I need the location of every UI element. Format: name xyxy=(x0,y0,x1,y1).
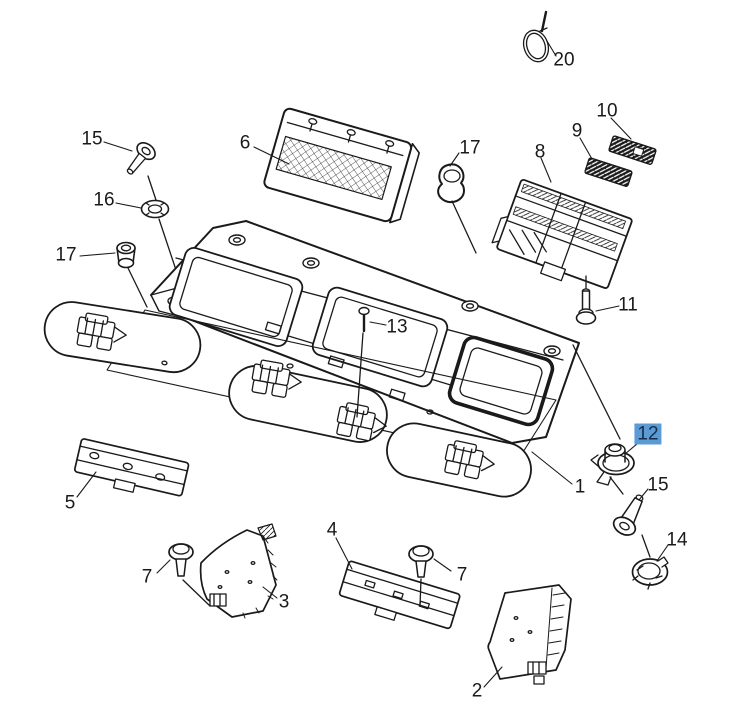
strip-part-10 xyxy=(608,135,657,165)
part-callout-13[interactable]: 13 xyxy=(386,316,408,338)
rail-part-4 xyxy=(338,560,461,630)
push-pin-part-7-left xyxy=(168,543,194,577)
screw-part-15-top xyxy=(126,141,156,175)
part-callout-5[interactable]: 5 xyxy=(64,492,76,514)
push-pin-part-7-right xyxy=(408,545,434,578)
assembly-line-7-4 xyxy=(419,578,422,607)
part-callout-7[interactable]: 7 xyxy=(456,564,468,586)
screw-part-15-bottom xyxy=(612,494,644,536)
assembly-line-15-14 xyxy=(641,534,651,558)
assembly-line-17-top xyxy=(451,200,477,254)
part-callout-10[interactable]: 10 xyxy=(596,100,618,122)
part-callout-2[interactable]: 2 xyxy=(471,680,483,702)
part-callout-9[interactable]: 9 xyxy=(571,120,583,142)
rail-part-5 xyxy=(73,438,190,497)
part-callout-1[interactable]: 1 xyxy=(574,476,586,498)
assembly-line-panel-12 xyxy=(572,344,621,440)
part-callout-15[interactable]: 15 xyxy=(647,474,669,496)
bracket-part-2 xyxy=(487,584,572,685)
grommet-part-12 xyxy=(572,344,635,486)
assembly-line-17-left xyxy=(127,267,148,308)
grommet-part-14 xyxy=(631,556,669,590)
part-callout-12[interactable]: 12 xyxy=(634,423,662,445)
bracket-part-3 xyxy=(199,523,278,619)
washer-part-16 xyxy=(140,199,170,219)
hook-part-20 xyxy=(522,10,550,63)
part-callout-17[interactable]: 17 xyxy=(459,137,481,159)
assembly-line-12-15 xyxy=(609,476,624,495)
leader-lines xyxy=(76,40,669,688)
strip-part-9 xyxy=(584,157,633,187)
part-callout-20[interactable]: 20 xyxy=(553,49,575,71)
bolt-part-11 xyxy=(575,288,597,325)
part-callout-15[interactable]: 15 xyxy=(81,128,103,150)
grille-panel-part-6 xyxy=(263,107,420,224)
part-callout-16[interactable]: 16 xyxy=(93,189,115,211)
assembly-line-13 xyxy=(356,332,364,418)
part-callout-6[interactable]: 6 xyxy=(239,132,251,154)
part-callout-3[interactable]: 3 xyxy=(278,591,290,613)
plug-part-17-top xyxy=(437,163,465,204)
part-callout-17[interactable]: 17 xyxy=(55,244,77,266)
part-callout-4[interactable]: 4 xyxy=(326,519,338,541)
screw-part-13 xyxy=(358,306,370,333)
part-callout-11[interactable]: 11 xyxy=(618,294,638,316)
panel-part-8 xyxy=(491,178,633,289)
part-callout-8[interactable]: 8 xyxy=(534,141,546,163)
part-callout-7[interactable]: 7 xyxy=(141,566,153,588)
assembly-line-7-3 xyxy=(182,579,211,607)
plug-part-17-left xyxy=(116,241,136,269)
part-callout-14[interactable]: 14 xyxy=(666,529,688,551)
